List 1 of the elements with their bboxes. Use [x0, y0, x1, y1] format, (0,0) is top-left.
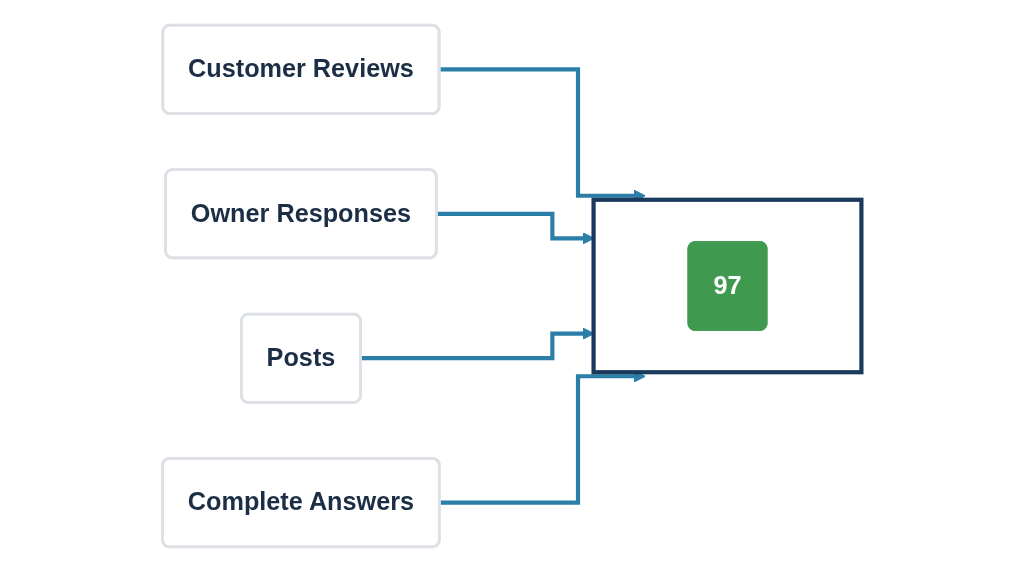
cluster	[591, 197, 864, 375]
